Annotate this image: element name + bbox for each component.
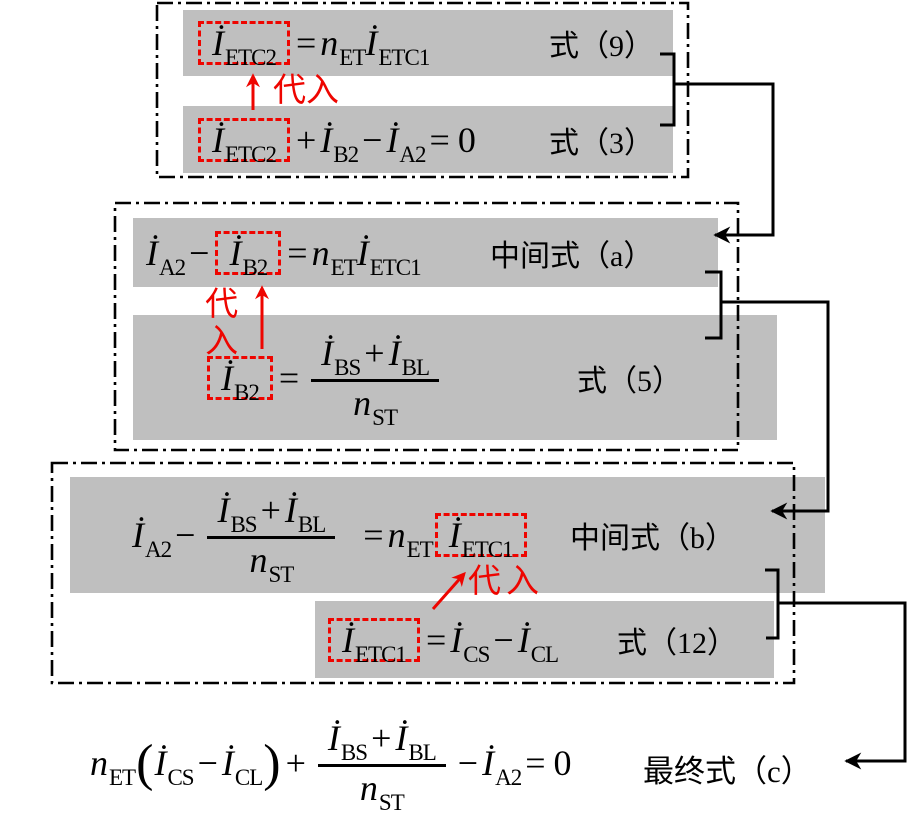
equation-label-intermediate-a: 中间式（a） [490,239,654,273]
substitute-annotation-top: 代入 [273,73,339,109]
connector-arrow-bottom-to-final [778,601,907,763]
equation-label-final-c: 最终式（c） [643,754,812,789]
equation-label-eq3: 式（3） [549,126,654,160]
connector-arrow-top-to-middle [674,82,775,244]
substitute-annotation-middle: 代入 [199,286,236,360]
equation-label-eq9: 式（9） [549,30,654,63]
substitute-annotation-bottom: 代入 [468,564,544,600]
equation-label-eq5: 式（5） [577,364,682,398]
equation-label-eq12: 式（12） [617,626,737,660]
equation-label-intermediate-b: 中间式（b） [570,522,735,555]
